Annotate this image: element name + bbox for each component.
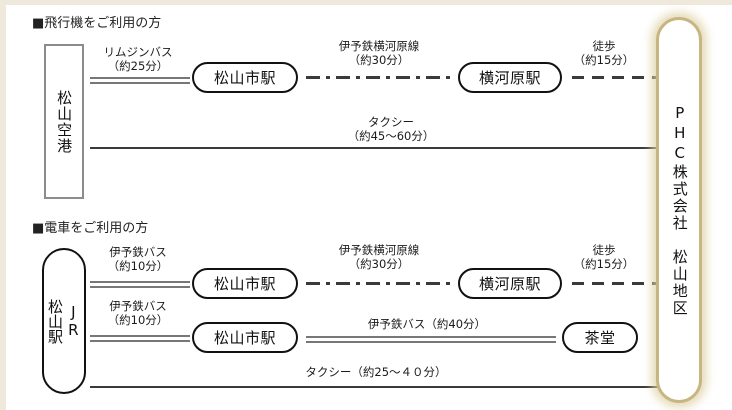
connector-taxi-jr-to-destination bbox=[90, 386, 658, 388]
station-node-matsuyamashi-2: 松山市駅 bbox=[192, 268, 298, 299]
station-node-yokogawara-2: 横河原駅 bbox=[458, 268, 562, 299]
leg-caption-iyotetsu-bus-b1: 伊予鉄バス （約10分） bbox=[107, 245, 169, 274]
leg-caption-iyotetsu-bus-to-chado: 伊予鉄バス（約40分） bbox=[367, 317, 487, 331]
leg-caption-iyotetsu-yokogawara-line-b: 伊予鉄横河原線 （約30分） bbox=[338, 243, 420, 272]
destination-label: PHC株式会社 松山地区 bbox=[670, 103, 689, 317]
connector-rail-matsuyamashi-to-yokogawara-b bbox=[306, 282, 454, 285]
diagram-panel: ■飛行機をご利用の方 松山空港 リムジンバス （約25分） 松山市駅 伊予鉄横河… bbox=[6, 5, 732, 410]
connector-walk-yokogawara-to-destination-a bbox=[572, 76, 658, 79]
origin-label-airport: 松山空港 bbox=[55, 89, 74, 154]
section-heading-airplane: ■飛行機をご利用の方 bbox=[32, 16, 162, 31]
station-node-matsuyamashi-3: 松山市駅 bbox=[192, 322, 298, 353]
connector-bus-jr-to-matsuyamashi-b1 bbox=[90, 281, 190, 288]
connector-rail-matsuyamashi-to-yokogawara-a bbox=[306, 76, 454, 79]
destination-node-phc-matsuyama: PHC株式会社 松山地区 bbox=[656, 17, 702, 403]
leg-caption-walk-a: 徒歩 （約15分） bbox=[573, 39, 635, 68]
origin-node-jr-matsuyama-station: JR 松山駅 bbox=[42, 248, 86, 394]
connector-bus-airport-to-matsuyamashi bbox=[90, 77, 190, 84]
leg-caption-taxi-a: タクシー （約45～60分） bbox=[347, 115, 435, 144]
origin-label-jr-matsuyama: JR 松山駅 bbox=[46, 298, 83, 344]
leg-caption-iyotetsu-bus-b2: 伊予鉄バス （約10分） bbox=[107, 299, 169, 328]
station-node-chado: 茶堂 bbox=[562, 322, 638, 353]
connector-taxi-airport-to-destination bbox=[90, 147, 658, 149]
leg-caption-taxi-b: タクシー（約25～４０分） bbox=[305, 365, 447, 379]
origin-node-matsuyama-airport: 松山空港 bbox=[44, 44, 84, 199]
section-heading-train: ■電車をご利用の方 bbox=[32, 221, 149, 236]
connector-walk-yokogawara-to-destination-b bbox=[572, 282, 658, 285]
leg-caption-limousine-bus: リムジンバス （約25分） bbox=[103, 45, 173, 74]
connector-bus-matsuyamashi-to-chado bbox=[306, 336, 556, 343]
connector-bus-jr-to-matsuyamashi-b2 bbox=[90, 335, 190, 342]
station-node-matsuyamashi-1: 松山市駅 bbox=[192, 62, 298, 93]
leg-caption-iyotetsu-yokogawara-line-a: 伊予鉄横河原線 （約30分） bbox=[338, 39, 420, 68]
station-node-yokogawara-1: 横河原駅 bbox=[458, 62, 562, 93]
leg-caption-walk-b: 徒歩 （約15分） bbox=[573, 243, 635, 272]
